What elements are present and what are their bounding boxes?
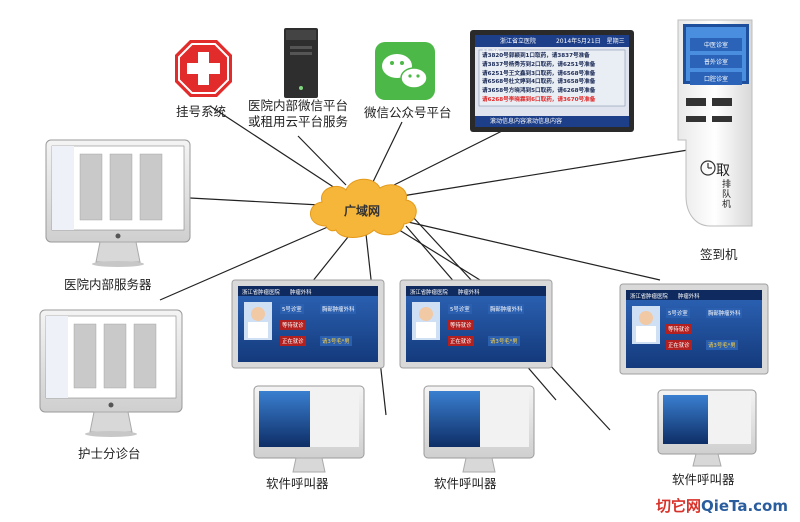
panel-waiting: 等待就诊 <box>448 320 474 330</box>
doctor-panel-3-frame <box>619 283 769 375</box>
label-cloud-platform: 医院内部微信平台 或租用云平台服务 <box>248 98 348 130</box>
queue-row: 请3658号方晓鸿到5口取药，请6268号准备 <box>482 88 596 95</box>
watermark: 切它网QieTa.com <box>656 495 788 516</box>
panel-dept: 肿瘤外科 <box>458 290 480 296</box>
panel-current: 正在就诊 <box>666 340 692 350</box>
label-wan: 广域网 <box>344 204 381 218</box>
link-cloud-platform <box>297 135 347 186</box>
panel-room: 5号诊室 <box>280 304 304 314</box>
panel-call: 请3号毛*男 <box>488 336 520 346</box>
server-icon <box>284 28 318 98</box>
label-nurse: 护士分诊台 <box>78 446 141 461</box>
queue-row: 请3820号郭颖到1口取药，请3837号准备 <box>482 53 590 59</box>
doctor-panel-2-frame <box>399 279 553 369</box>
panel-hospital: 浙江省肿瘤医院 <box>630 294 668 300</box>
label-registration: 挂号系统 <box>176 104 227 119</box>
panel-title: 胸部肿瘤外科 <box>706 308 743 318</box>
panel-room: 5号诊室 <box>666 308 690 318</box>
kiosk-buttons: 中医诊室 普外诊室 口腔诊室 <box>690 34 742 89</box>
link-panel2 <box>395 227 481 281</box>
kiosk-button[interactable]: 口腔诊室 <box>690 72 742 85</box>
queue-weekday: 星期三 <box>606 38 625 45</box>
wechat-icon <box>375 42 435 100</box>
queue-footer: 滚动信息内容滚动信息内容 <box>490 118 563 125</box>
panel-hospital: 浙江省肿瘤医院 <box>242 290 280 296</box>
label-caller-3: 软件呼叫器 <box>672 472 735 487</box>
label-server: 医院内部服务器 <box>64 277 152 292</box>
panel-call: 请3号毛*男 <box>706 340 738 350</box>
panel-call: 请3号毛*男 <box>320 336 352 346</box>
panel-current: 正在就诊 <box>280 336 306 346</box>
kiosk-take-label: 取 <box>716 163 730 179</box>
label-caller-2: 软件呼叫器 <box>434 476 497 491</box>
queue-display-frame <box>470 30 634 132</box>
watermark-a: 切它网 <box>655 497 701 515</box>
kiosk-sign: 排队机 <box>722 180 732 210</box>
link-queue-display <box>391 127 509 187</box>
doctor-panel-2: 浙江省肿瘤医院 肿瘤外科 5号诊室 胸部肿瘤外科 等待就诊 正在就诊 请3号毛*… <box>406 286 546 362</box>
queue-date: 2014年5月21日 <box>555 38 601 45</box>
queue-time: 11:30 <box>482 49 500 56</box>
watermark-b: QieTa.com <box>700 497 788 515</box>
link-panel3 <box>407 221 661 281</box>
panel-title: 胸部肿瘤外科 <box>488 304 525 314</box>
server-monitor <box>45 139 191 267</box>
panel-room: 5号诊室 <box>448 304 472 314</box>
wan-cloud <box>310 178 417 238</box>
queue-row: 请3837号杨秀芳到2口取药，请6251号准备 <box>482 61 596 68</box>
label-wechat: 微信公众号平台 <box>364 105 452 120</box>
caller-monitor-1 <box>253 385 365 473</box>
queue-hospital: 浙江省立医院 <box>500 38 537 45</box>
label-cloud-platform-line2: 或租用云平台服务 <box>248 114 349 129</box>
caller-monitor-3 <box>657 389 757 467</box>
link-panel1 <box>311 231 353 283</box>
label-cloud-platform-line1: 医院内部微信平台 <box>248 98 349 113</box>
queue-rows: 请3820号郭颖到1口取药，请3837号准备 请3837号杨秀芳到2口取药，请6… <box>482 52 624 105</box>
panel-dept: 肿瘤外科 <box>290 290 312 296</box>
doctor-panel-1: 浙江省肿瘤医院 肿瘤外科 5号诊室 胸部肿瘤外科 等待就诊 正在就诊 请3号毛*… <box>238 286 378 362</box>
queue-row: 请6568号杜文婷到4口取药，请3658号准备 <box>482 79 596 86</box>
panel-waiting: 等待就诊 <box>666 324 692 334</box>
queue-row: 请6251号王文鑫到3口取药，请6568号准备 <box>482 70 596 77</box>
link-nurse <box>159 225 331 301</box>
queue-display-header: 浙江省立医院 2014年5月21日 星期三 11:30 <box>478 36 628 56</box>
kiosk-body <box>677 19 753 227</box>
panel-dept: 肿瘤外科 <box>678 294 700 300</box>
link-server <box>189 197 321 206</box>
link-wechat <box>371 121 403 185</box>
link-kiosk <box>401 149 689 197</box>
panel-hospital: 浙江省肿瘤医院 <box>410 290 448 296</box>
caller-monitor-2 <box>423 385 535 473</box>
panel-waiting: 等待就诊 <box>280 320 306 330</box>
label-caller-1: 软件呼叫器 <box>266 476 329 491</box>
kiosk-button[interactable]: 中医诊室 <box>690 38 742 51</box>
panel-title: 胸部肿瘤外科 <box>320 304 357 314</box>
connection-lines <box>159 105 689 431</box>
queue-row: 请6268号李晓霖到6口取药，请3670号准备 <box>482 96 596 103</box>
doctor-panel-1-frame <box>231 279 385 369</box>
kiosk-button[interactable]: 普外诊室 <box>690 55 742 68</box>
nurse-monitor <box>39 309 183 437</box>
panel-current: 正在就诊 <box>448 336 474 346</box>
label-checkin: 签到机 <box>700 247 738 262</box>
link-registration <box>209 105 339 191</box>
red-cross-icon <box>175 40 232 97</box>
doctor-panel-3: 浙江省肿瘤医院 肿瘤外科 5号诊室 胸部肿瘤外科 等待就诊 正在就诊 请3号毛*… <box>626 290 762 368</box>
